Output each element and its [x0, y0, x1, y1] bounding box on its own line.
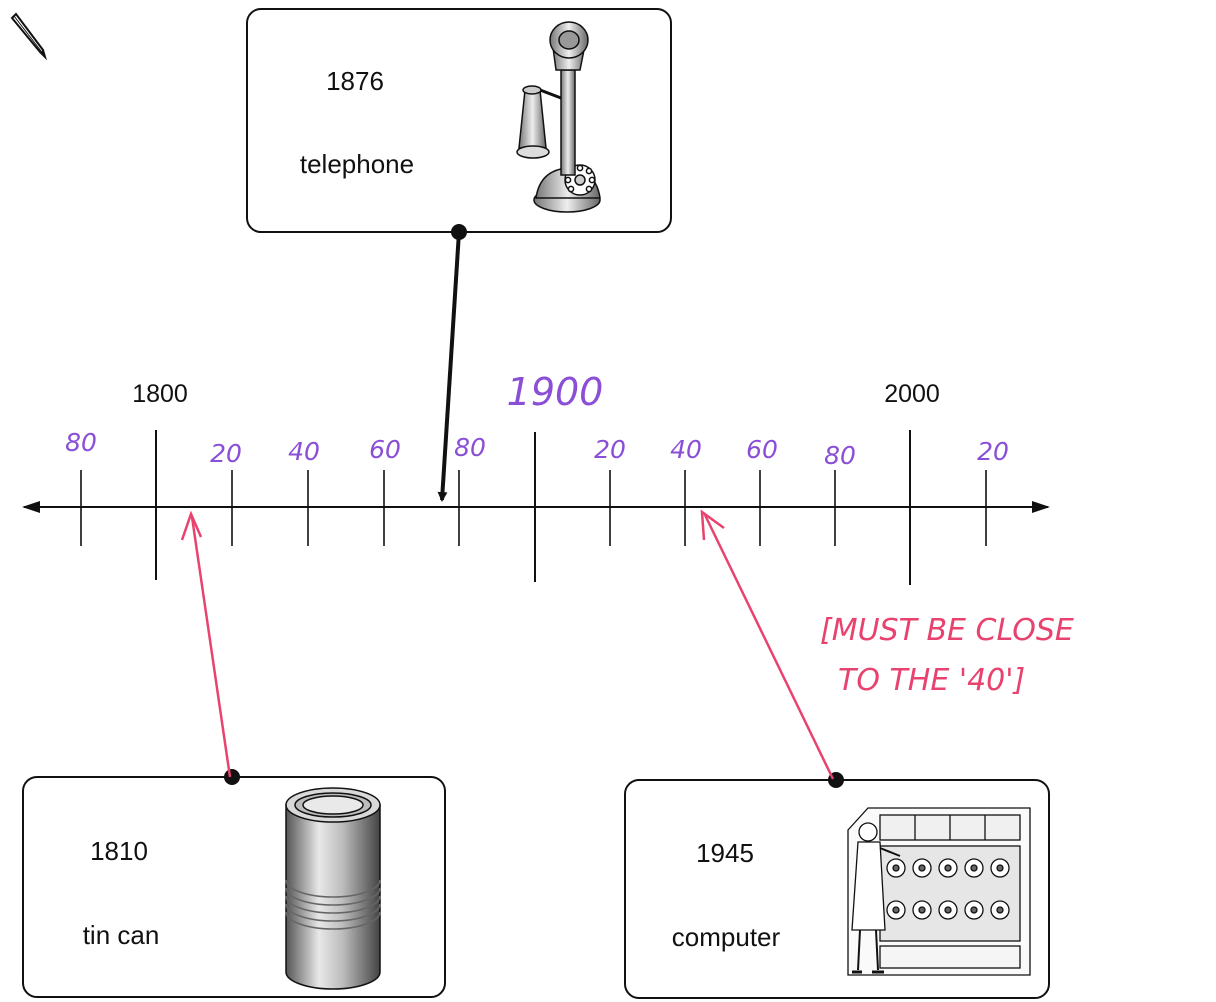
- minor-label: 60: [746, 435, 778, 464]
- century-label-1900: 1900: [507, 370, 604, 414]
- event-year: 1945: [696, 838, 754, 868]
- minor-label: 20: [977, 437, 1009, 466]
- event-year: 1810: [90, 836, 148, 866]
- handwritten-annotation: [MUST BE CLOSE TO THE '40']: [820, 613, 1074, 698]
- tin-can-icon: [285, 787, 381, 990]
- candlestick-telephone-icon: [516, 21, 601, 213]
- minor-label: 20: [594, 435, 626, 464]
- arrow-tin-can: [180, 510, 232, 778]
- century-label-1800: 1800: [132, 380, 188, 408]
- minor-label: 60: [369, 435, 401, 464]
- computer-operator-icon: [847, 807, 1031, 976]
- minor-label: 40: [288, 437, 320, 466]
- annotation-line-2: TO THE '40']: [838, 663, 1025, 698]
- event-name: telephone: [300, 149, 414, 179]
- event-card-computer: 1945 computer: [624, 772, 1050, 999]
- connector-dot: [224, 769, 240, 785]
- century-label-2000: 2000: [884, 380, 940, 408]
- minor-label: 20: [210, 439, 242, 468]
- minor-label: 80: [65, 428, 97, 457]
- event-year: 1876: [326, 66, 384, 96]
- pencil-icon: [10, 12, 48, 61]
- arrow-telephone: [437, 231, 461, 502]
- minor-label: 40: [670, 435, 702, 464]
- timeline-axis: [22, 430, 1050, 585]
- minor-label: 80: [454, 433, 486, 462]
- event-card-tin-can: 1810 tin can: [22, 769, 446, 998]
- minor-label: 80: [824, 441, 856, 470]
- annotation-line-1: [MUST BE CLOSE: [820, 613, 1074, 648]
- event-card-telephone: 1876 telephone: [246, 8, 672, 240]
- event-name: tin can: [83, 920, 160, 950]
- arrow-computer: [700, 509, 835, 780]
- event-name: computer: [672, 922, 781, 952]
